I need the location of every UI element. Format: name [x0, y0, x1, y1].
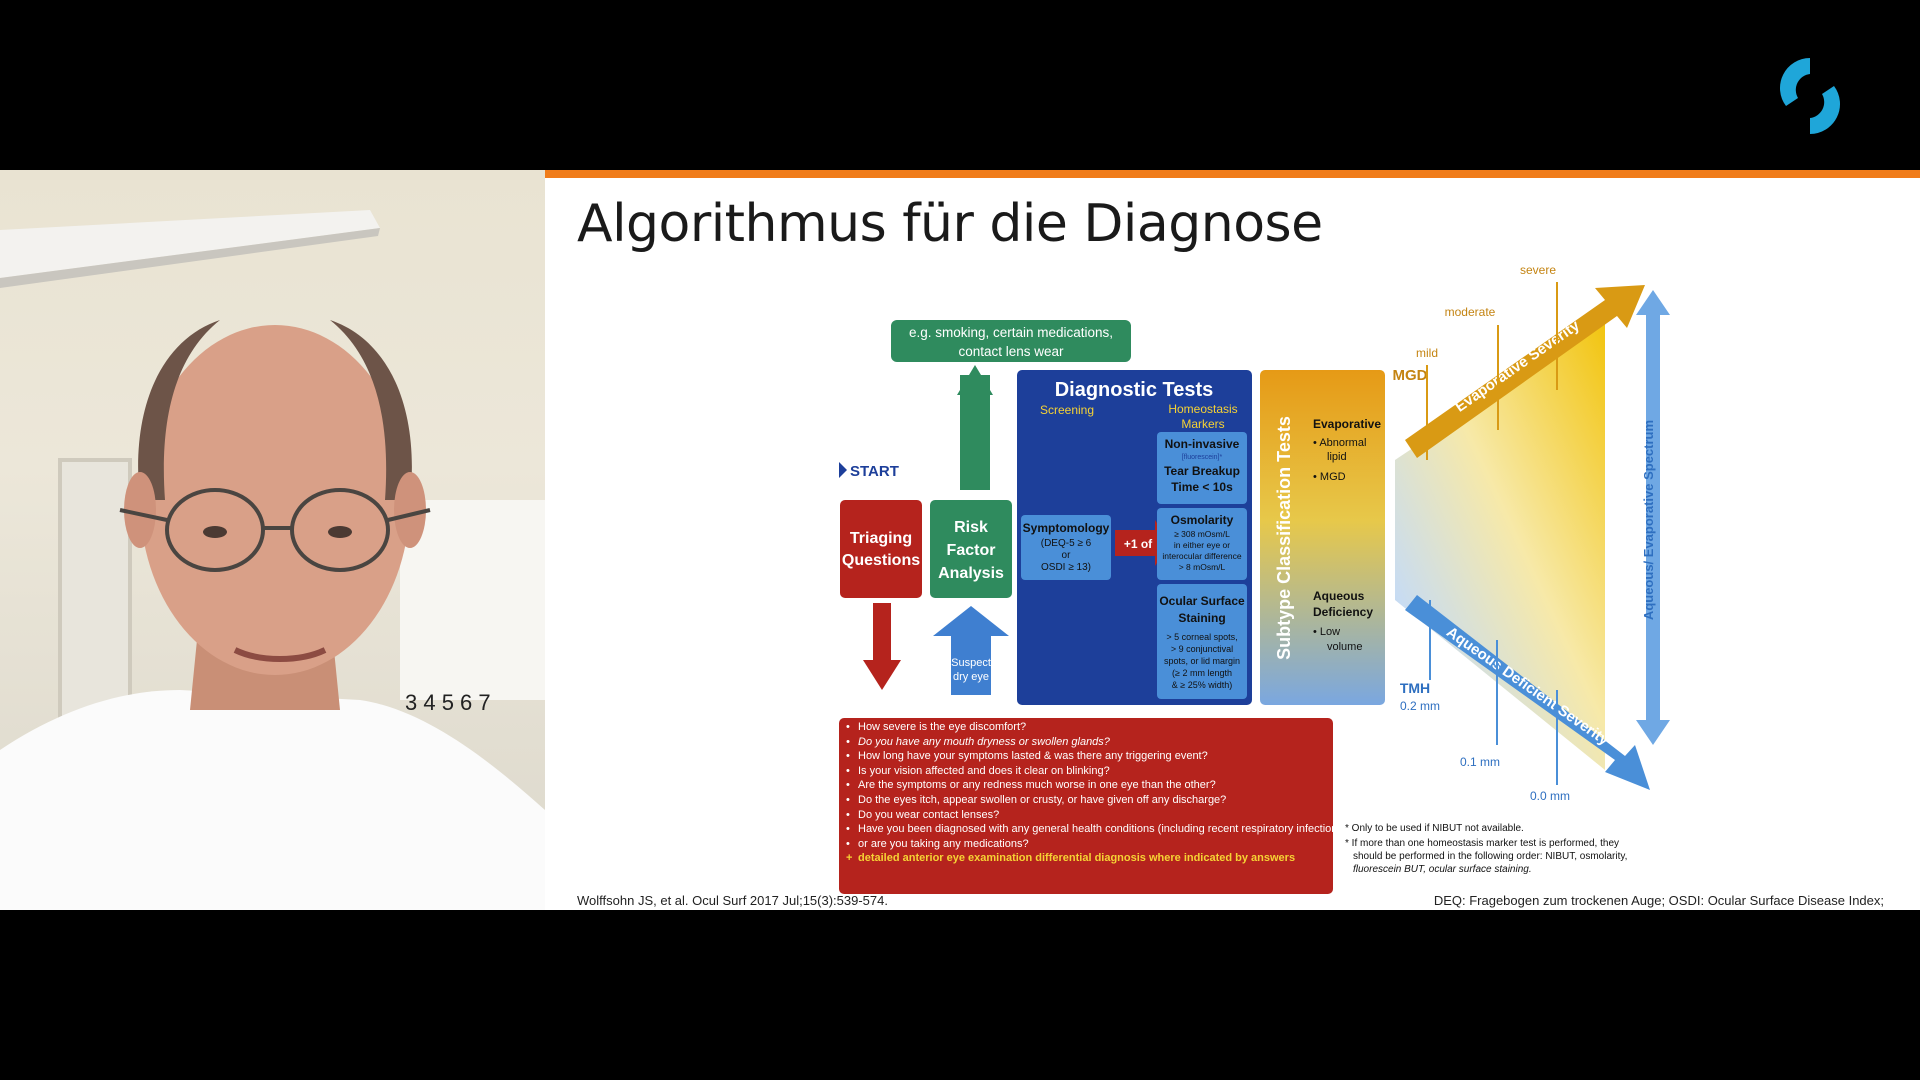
risk-examples-box	[891, 320, 1131, 362]
aqueous-title-2: Deficiency	[1313, 605, 1373, 619]
non-invasive-tbut: Tear Breakup	[1164, 464, 1240, 478]
ocular-surface-staining: Staining	[1178, 611, 1225, 625]
suspect-label-2: dry eye	[953, 671, 989, 683]
tmh-label: TMH	[1400, 680, 1430, 696]
slide-title: Algorithmus für die Diagnose	[577, 194, 1323, 254]
triaging-questions-box	[840, 500, 922, 598]
slide-citation: Wolffsohn JS, et al. Ocul Surf 2017 Jul;…	[577, 893, 888, 908]
svg-text:3 4 5 6 7: 3 4 5 6 7	[405, 690, 491, 715]
question-item-extra: detailed anterior eye examination differ…	[844, 851, 1334, 866]
evaporative-item-2: • MGD	[1313, 471, 1346, 483]
presentation-slide: Algorithmus für die Diagnose e.g. smokin…	[545, 170, 1920, 910]
subtype-classification-title: Subtype Classification Tests	[1274, 416, 1294, 660]
symptomology-deq: (DEQ-5 ≥ 6	[1041, 538, 1092, 549]
question-item: How long have your symptoms lasted & was…	[844, 749, 1334, 764]
ocular-surface-line7: & ≥ 25% width)	[1172, 680, 1232, 690]
question-item: Do you have any mouth dryness or swollen…	[844, 735, 1334, 750]
start-label: START	[850, 463, 899, 480]
tmh-level-01: 0.1 mm	[1460, 755, 1500, 769]
spectrum-double-arrow	[1636, 290, 1670, 745]
severity-mild: mild	[1416, 346, 1438, 360]
plus-one-of-label: +1 of	[1124, 537, 1153, 551]
evaporative-title: Evaporative	[1313, 417, 1381, 431]
ocular-surface-line3: > 5 corneal spots,	[1166, 632, 1237, 642]
non-invasive-fluorescein: [fluorescein]*	[1182, 454, 1223, 461]
mgd-label: MGD	[1393, 367, 1428, 384]
suspect-arrow-icon	[933, 606, 1009, 695]
risk-factor-box	[930, 500, 1012, 598]
osmolarity-line4: interocular difference	[1162, 551, 1241, 561]
non-invasive-time: Time < 10s	[1171, 480, 1233, 494]
question-item: Do you wear contact lenses?	[844, 808, 1334, 823]
slide-abbreviations: DEQ: Fragebogen zum trockenen Auge; OSDI…	[1433, 893, 1884, 908]
homeostasis-label-1: Homeostasis	[1168, 402, 1237, 416]
risk-factor-label-1: Risk	[954, 519, 988, 536]
osmolarity-line3: in either eye or	[1174, 540, 1230, 550]
up-arrow-icon	[957, 365, 993, 395]
ocular-surface-line6: (≥ 2 mm length	[1172, 668, 1232, 678]
risk-factor-label-3: Analysis	[938, 565, 1004, 582]
triaging-label-2: Questions	[842, 552, 920, 569]
aqueous-severity-arrow	[1405, 595, 1650, 790]
homeostasis-label-2: Markers	[1181, 417, 1224, 431]
non-invasive-title: Non-invasive	[1165, 437, 1240, 451]
question-item: Are the symptoms or any redness much wor…	[844, 778, 1334, 793]
footnote-2c: fluorescein BUT, ocular surface staining…	[1353, 864, 1532, 875]
footnote-1: * Only to be used if NIBUT not available…	[1345, 823, 1524, 834]
presenter-video-image: 3 4 5 6 7	[0, 210, 545, 910]
severity-moderate: moderate	[1445, 305, 1496, 319]
osmolarity-line2: ≥ 308 mOsm/L	[1174, 529, 1230, 539]
aqueous-item-1b: volume	[1327, 641, 1362, 653]
suspect-label-1: Suspect	[951, 657, 991, 669]
aqueous-title-1: Aqueous	[1313, 589, 1365, 603]
severity-severe: severe	[1520, 263, 1556, 277]
ocular-surface-line4: > 9 conjunctival	[1171, 644, 1233, 654]
tmh-level-00: 0.0 mm	[1530, 789, 1570, 803]
down-arrow-icon	[863, 660, 901, 690]
triaging-questions-list: How severe is the eye discomfort? Do you…	[844, 720, 1347, 890]
evaporative-severity-arrow	[1405, 285, 1645, 458]
ocular-surface-title: Ocular Surface	[1159, 594, 1245, 608]
screening-label: Screening	[1040, 403, 1094, 417]
question-item: Have you been diagnosed with any general…	[844, 822, 1347, 837]
evaporative-item-1: • Abnormal	[1313, 437, 1366, 449]
osmolarity-line5: > 8 mOsm/L	[1179, 562, 1226, 572]
triaging-label-1: Triaging	[850, 530, 912, 547]
risk-examples-line2: contact lens wear	[958, 344, 1064, 359]
start-play-icon	[839, 462, 847, 478]
osmolarity-title: Osmolarity	[1171, 513, 1234, 527]
osmolarity-box	[1157, 508, 1247, 580]
non-invasive-box	[1157, 432, 1247, 504]
aqueous-item-1: • Low	[1313, 626, 1340, 638]
evaporative-item-1b: lipid	[1327, 451, 1347, 463]
diagnostic-tests-title: Diagnostic Tests	[1055, 379, 1214, 401]
footnote-2b: should be performed in the following ord…	[1353, 851, 1627, 862]
ocular-surface-box	[1157, 584, 1247, 699]
spectrum-label: Aqueous/ Evaporative Spectrum	[1641, 420, 1656, 620]
subtype-classification-panel	[1260, 370, 1385, 705]
question-item: Is your vision affected and does it clea…	[844, 764, 1334, 779]
ocular-surface-line5: spots, or lid margin	[1164, 656, 1240, 666]
risk-factor-label-2: Factor	[947, 542, 996, 559]
risk-examples-line1: e.g. smoking, certain medications,	[909, 325, 1113, 340]
question-item: How severe is the eye discomfort?	[844, 720, 1334, 735]
symptomology-osdi: OSDI ≥ 13)	[1041, 562, 1091, 573]
webcam-video-feed: 3 4 5 6 7	[0, 170, 545, 910]
symptomology-title: Symptomology	[1023, 521, 1110, 535]
slide-accent-bar	[545, 170, 1920, 178]
plus-one-of-arrow-icon	[1115, 520, 1170, 566]
tmh-level-02: 0.2 mm	[1400, 699, 1440, 713]
symptomology-or: or	[1062, 550, 1072, 561]
question-item: or are you taking any medications?	[844, 837, 1334, 852]
question-item: Do the eyes itch, appear swollen or crus…	[844, 793, 1334, 808]
footnote-2a: * If more than one homeostasis marker te…	[1345, 838, 1619, 849]
symptomology-box	[1021, 515, 1111, 580]
brand-logo-icon	[1780, 58, 1840, 134]
